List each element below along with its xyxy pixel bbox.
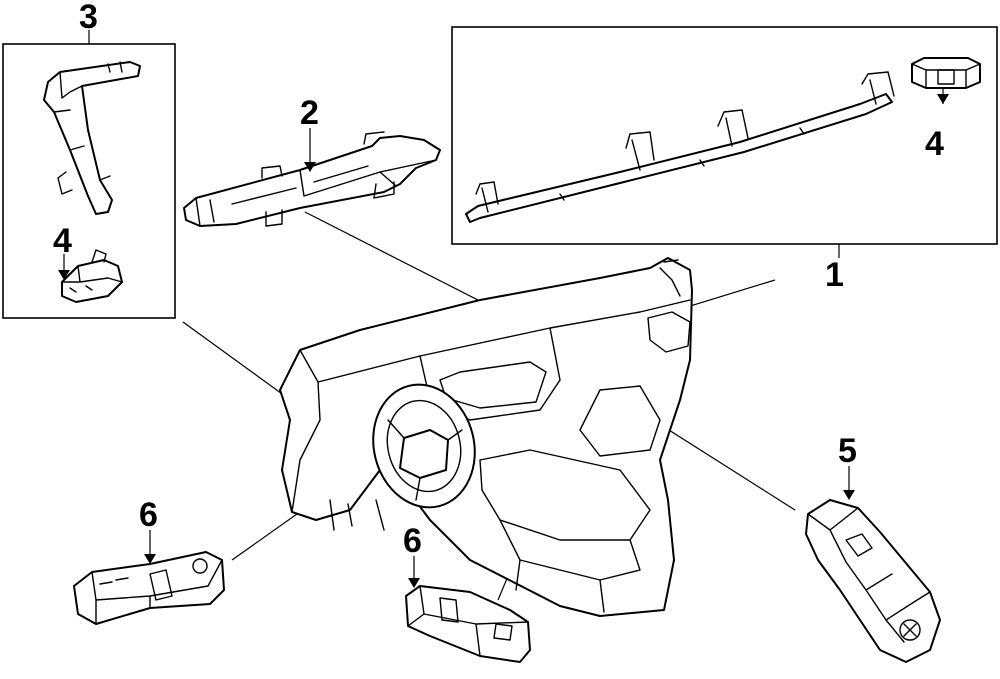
arrow-4-right	[937, 94, 949, 104]
callout-4-left: 4	[53, 222, 72, 260]
part-4-sensor-left	[61, 249, 123, 303]
part-steering-wheel	[372, 383, 476, 509]
callout-2: 2	[300, 94, 319, 132]
callout-3: 3	[79, 0, 98, 36]
callout-6-right: 6	[403, 522, 422, 560]
part-6-sensor-right	[405, 585, 531, 663]
callout-5: 5	[838, 432, 857, 470]
callout-4-right: 4	[925, 125, 944, 163]
arrow-6-left	[144, 554, 156, 564]
part-2-curtain-airbag-module	[183, 131, 441, 227]
part-instrument-panel	[279, 257, 693, 617]
callout-6-left: 6	[139, 496, 158, 534]
group-box-1	[451, 26, 998, 245]
part-4-sensor-right	[911, 57, 981, 89]
arrow-5	[843, 490, 855, 500]
part-5-sensor	[805, 499, 941, 663]
part-3-knee-airbag-bracket	[43, 61, 141, 215]
part-1-airbag-rail	[465, 71, 895, 223]
part-6-sensor-left	[73, 551, 225, 625]
arrow-4-left	[58, 270, 70, 280]
arrow-2	[304, 162, 316, 172]
arrow-6-right	[408, 578, 420, 588]
callout-1: 1	[825, 256, 844, 294]
